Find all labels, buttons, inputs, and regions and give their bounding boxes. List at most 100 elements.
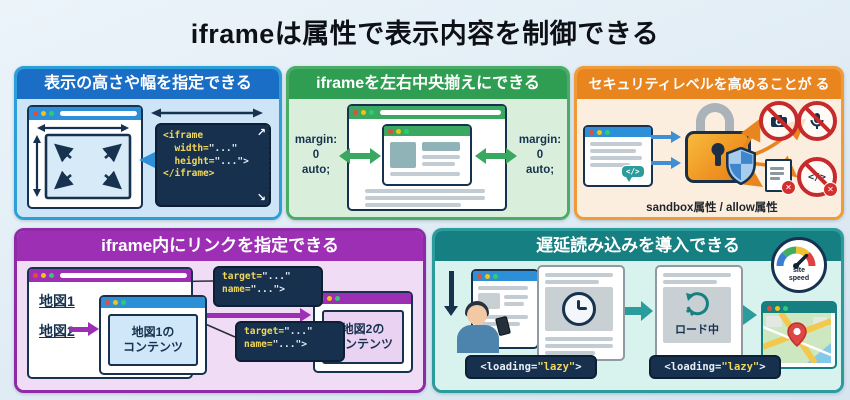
- no-microphone-icon: [797, 101, 837, 141]
- browser-titlebar: [585, 127, 651, 137]
- arrow-right-icon: [651, 157, 681, 169]
- code-line: <iframe: [163, 130, 204, 141]
- window-dot: [113, 300, 118, 305]
- code-keyword: name=: [222, 283, 251, 295]
- iframe-window: 地図1の コンテンツ: [99, 295, 207, 375]
- map-window: [761, 301, 837, 369]
- window-dot: [33, 273, 38, 278]
- no-camera-icon: [759, 101, 799, 141]
- window-dot: [353, 110, 358, 115]
- browser-window: [583, 125, 653, 187]
- lock-shackle: [696, 103, 734, 137]
- callout-pointer: [139, 151, 157, 169]
- person-head: [467, 305, 487, 325]
- window-dot: [49, 273, 54, 278]
- clock-icon: [562, 292, 596, 326]
- resize-arrows-icon: [33, 124, 132, 200]
- person-body: [457, 325, 499, 353]
- loading-box: ロード中: [663, 287, 731, 343]
- page-loading: ロード中: [655, 265, 743, 361]
- link-arrow: [69, 322, 99, 336]
- browser-titlebar: [29, 269, 191, 282]
- loading-icon: [686, 292, 709, 316]
- browser-titlebar: [473, 271, 537, 281]
- code-value: >: [575, 361, 582, 373]
- loading-lazy-tag: <loading="lazy">: [649, 355, 781, 379]
- window-dot: [404, 128, 409, 134]
- code-keyword: height=: [163, 155, 215, 167]
- map2-link: 地図2: [39, 323, 75, 339]
- window-dot: [105, 300, 110, 305]
- gauge-label: site speed: [788, 267, 810, 282]
- window-dot: [605, 129, 610, 135]
- panel-center-body: margin: 0 auto; margin: 0 auto;: [289, 99, 567, 217]
- panel-lazy: 遅延読み込みを導入できる site speed: [432, 228, 844, 393]
- panel-center-header: iframeを左右中央揃えにできる: [289, 69, 567, 99]
- browser-titlebar: [315, 293, 411, 304]
- panel-lazy-header: 遅延読み込みを導入できる: [435, 231, 841, 261]
- arrow-down-right-icon: ↘: [256, 191, 266, 204]
- shield-icon: [726, 147, 756, 185]
- browser-titlebar: [349, 106, 505, 119]
- keyhole-stem: [715, 153, 721, 166]
- cross-badge: ✕: [823, 182, 838, 197]
- map1-content-box: 地図1の コンテンツ: [108, 314, 198, 366]
- keyhole: [711, 143, 725, 156]
- code-keyword: name=: [244, 338, 273, 350]
- code-value: "...": [262, 271, 291, 282]
- cross-badge: ✕: [781, 180, 796, 195]
- window-dot: [493, 273, 498, 279]
- iframe-code-block: <iframe width="..." height="..."> </ifra…: [155, 123, 271, 207]
- center-arrow-right-icon: [475, 148, 517, 164]
- content-placeholder: [422, 142, 460, 151]
- window-dot: [369, 110, 374, 115]
- window-dot: [485, 273, 490, 279]
- code-value: "...">: [214, 155, 249, 167]
- scroll-down-arrow-icon: [444, 271, 458, 316]
- code-value: <loading=: [480, 361, 538, 373]
- code-keyword: "lazy": [537, 361, 576, 373]
- panel-link: iframe内にリンクを指定できる 地図1 地図2: [14, 228, 426, 393]
- panel-link-header: iframe内にリンクを指定できる: [17, 231, 423, 261]
- window-dot: [335, 296, 340, 301]
- window-dot: [49, 111, 54, 116]
- code-keyword: target=: [222, 271, 263, 282]
- iframe-window: [382, 124, 472, 186]
- code-value: "...": [208, 142, 238, 154]
- window-dot: [783, 305, 788, 311]
- target-code-block: target="..." name="...">: [235, 321, 345, 362]
- iframe-titlebar: [101, 297, 205, 308]
- security-caption: sandbox属性 / allow属性: [646, 202, 778, 214]
- page-placeholder: [537, 265, 625, 361]
- code-line: </iframe>: [163, 168, 215, 180]
- window-dot: [33, 111, 38, 116]
- person-icon: [457, 301, 517, 353]
- panel-size: 表示の高さや幅を指定できる: [14, 66, 282, 220]
- panel-link-body: 地図1 地図2 地図1の コンテンツ target="..." name="..…: [17, 261, 423, 390]
- panel-size-body: <iframe width="..." height="..."> </ifra…: [17, 99, 279, 217]
- speed-gauge-icon: site speed: [771, 237, 827, 293]
- code-value: <loading=: [664, 361, 722, 373]
- browser-titlebar: [763, 303, 835, 313]
- address-bar: [60, 273, 187, 278]
- code-keyword: target=: [244, 326, 285, 337]
- window-dot: [327, 296, 332, 301]
- window-dot: [396, 128, 401, 134]
- map1-link: 地図1: [39, 293, 75, 309]
- code-value: "...">: [250, 283, 285, 295]
- margin-code-right: margin: 0 auto;: [518, 134, 562, 176]
- address-bar: [60, 111, 137, 116]
- window-dot: [388, 128, 393, 134]
- panel-security-header: セキュリティレベルを高めることが る: [577, 69, 841, 99]
- code-bubble-icon: </>: [621, 165, 645, 182]
- window-dot: [767, 305, 772, 311]
- no-script-icon: </> ✕: [797, 157, 838, 197]
- address-bar: [380, 110, 501, 115]
- target-arrow: [205, 308, 311, 322]
- code-value: "...">: [272, 338, 307, 350]
- browser-window: [27, 105, 143, 209]
- page-title: iframeは属性で表示内容を制御できる: [190, 19, 660, 49]
- window-dot: [775, 305, 780, 311]
- center-arrow-left-icon: [339, 148, 381, 164]
